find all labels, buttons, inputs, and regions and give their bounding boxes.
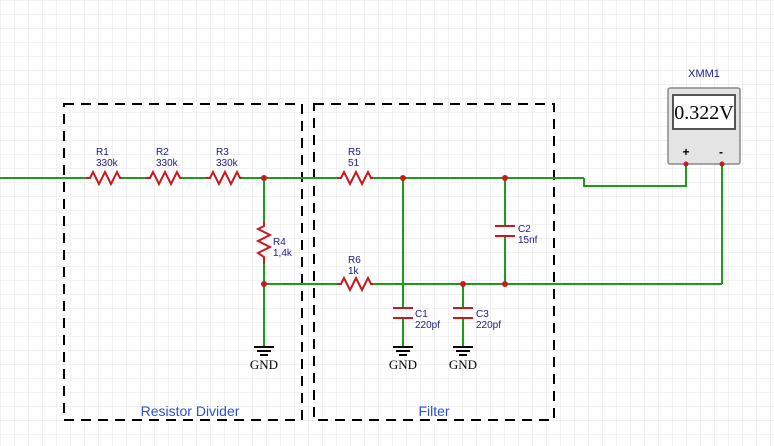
ground-icon: [393, 346, 413, 356]
resistor-divider-label: Resistor Divider: [141, 403, 240, 419]
wires: [0, 164, 723, 346]
ground-label-2: GND: [389, 357, 417, 372]
r6-ref: R6: [348, 255, 361, 266]
r2-value: 330k: [156, 158, 179, 169]
r4-ref: R4: [273, 237, 286, 248]
r5-value: 51: [348, 158, 360, 169]
capacitor-c3-symbol: [453, 307, 473, 319]
c3-value: 220pf: [476, 320, 501, 331]
r1-ref: R1: [96, 147, 109, 158]
r5-ref: R5: [348, 147, 361, 158]
resistor-r2-symbol: [146, 169, 182, 187]
meter-minus-terminal: -: [719, 145, 723, 159]
c1-value: 220pf: [415, 320, 440, 331]
resistor-r2[interactable]: R2 330k: [146, 147, 182, 187]
ground-label-3: GND: [449, 357, 477, 372]
resistor-r4[interactable]: R4 1,4k: [255, 222, 293, 264]
resistor-r5[interactable]: R5 51: [337, 147, 373, 187]
multimeter-xmm1[interactable]: XMM1 0.322V + -: [667, 68, 741, 167]
resistor-r3[interactable]: R3 330k: [206, 147, 242, 187]
capacitor-c3[interactable]: C3 220pf: [453, 307, 501, 331]
capacitor-c1-symbol: [393, 307, 413, 319]
resistor-r3-symbol: [206, 169, 242, 187]
resistor-divider-box: [63, 103, 303, 421]
meter-reading: 0.322V: [674, 102, 734, 124]
meter-minus-pin: [719, 161, 725, 167]
resistor-r5-symbol: [337, 169, 373, 187]
ground-icon: [453, 346, 473, 356]
meter-title: XMM1: [688, 68, 720, 80]
filter-label: Filter: [418, 403, 449, 419]
r1-value: 330k: [96, 158, 119, 169]
r3-ref: R3: [216, 147, 229, 158]
meter-plus-terminal: +: [682, 145, 689, 159]
resistor-r4-symbol: [255, 222, 273, 264]
junction-nodes: [261, 175, 508, 287]
meter-display: [672, 94, 736, 130]
resistor-r6-symbol: [337, 275, 373, 293]
r3-value: 330k: [216, 158, 239, 169]
resistor-r1-symbol: [86, 169, 122, 187]
meter-plus-pin: [683, 161, 689, 167]
resistor-r6[interactable]: R6 1k: [337, 255, 373, 293]
ground-symbol-1[interactable]: GND: [250, 346, 278, 372]
resistor-r1[interactable]: R1 330k: [86, 147, 122, 187]
ground-label-1: GND: [250, 357, 278, 372]
ground-icon: [254, 346, 274, 356]
capacitor-c2-symbol: [495, 225, 515, 237]
capacitor-c1[interactable]: C1 220pf: [393, 307, 440, 331]
c2-ref: C2: [518, 224, 531, 235]
ground-symbol-3[interactable]: GND: [449, 346, 477, 372]
c2-value: 15nf: [518, 235, 538, 246]
c1-ref: C1: [415, 309, 428, 320]
filter-box: [313, 103, 555, 421]
capacitor-c2[interactable]: C2 15nf: [495, 224, 538, 246]
r6-value: 1k: [348, 266, 360, 277]
r2-ref: R2: [156, 147, 169, 158]
r4-value: 1,4k: [273, 248, 293, 259]
ground-symbol-2[interactable]: GND: [389, 346, 417, 372]
c3-ref: C3: [476, 309, 489, 320]
